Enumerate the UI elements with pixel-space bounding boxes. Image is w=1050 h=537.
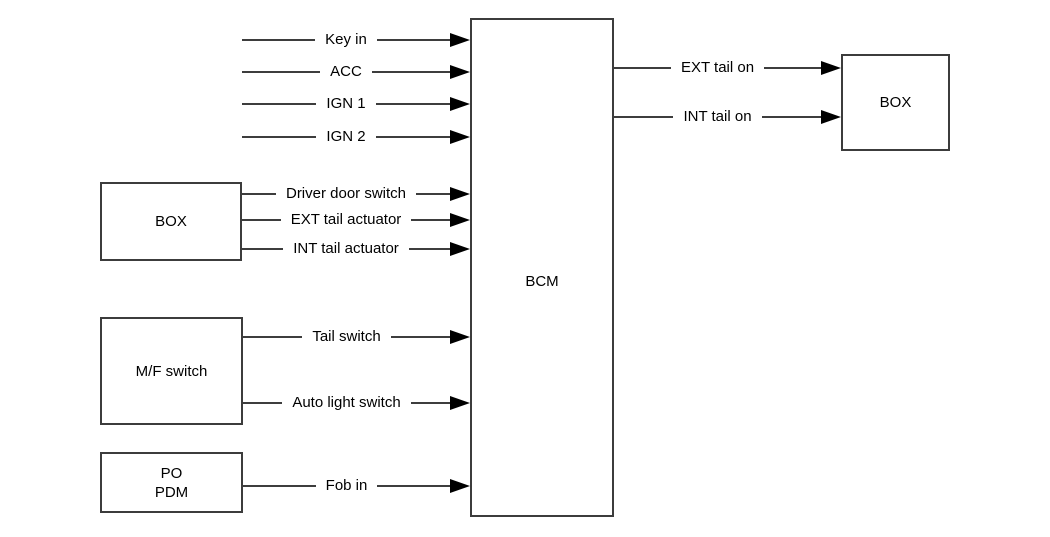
- arrowhead-right-icon: [450, 479, 471, 493]
- wire: [242, 193, 276, 195]
- wire: [243, 402, 283, 404]
- node-bcm: BCM: [470, 18, 614, 517]
- signal-auto-light-switch: Auto light switch: [243, 393, 471, 413]
- wire: [764, 67, 822, 69]
- arrowhead-right-icon: [450, 97, 470, 111]
- signal-ign-1-label: IGN 1: [326, 95, 366, 112]
- wire: [242, 71, 321, 73]
- wire: [375, 103, 450, 105]
- arrowhead-right-icon: [450, 213, 470, 227]
- wire: [614, 116, 674, 118]
- signal-int-tail-actuator: INT tail actuator: [242, 239, 471, 259]
- signal-tail-switch-label: Tail switch: [312, 328, 381, 345]
- node-mf-switch-label: M/F switch: [135, 362, 208, 380]
- arrowhead-right-icon: [450, 242, 471, 256]
- wire: [411, 219, 450, 221]
- node-po-pdm-label-line2: PDM: [154, 483, 189, 501]
- signal-key-in-label: Key in: [325, 31, 367, 48]
- signal-fob-in: Fob in: [243, 476, 471, 496]
- wire: [242, 248, 284, 250]
- arrowhead-right-icon: [450, 65, 471, 79]
- wire: [408, 248, 451, 250]
- signal-driver-door-switch-label: Driver door switch: [285, 185, 407, 202]
- wire: [377, 485, 451, 487]
- arrowhead-right-icon: [450, 187, 470, 201]
- node-po-pdm: PO PDM: [100, 452, 243, 513]
- signal-ext-tail-on-label: EXT tail on: [680, 59, 755, 76]
- wire: [761, 116, 821, 118]
- wire: [376, 39, 451, 41]
- signal-ign-2-label: IGN 2: [326, 128, 366, 145]
- signal-ext-tail-actuator: EXT tail actuator: [242, 210, 470, 230]
- wire: [243, 485, 316, 487]
- signal-acc: ACC: [242, 62, 471, 82]
- signal-ext-tail-actuator-label: EXT tail actuator: [290, 211, 402, 228]
- signal-int-tail-actuator-label: INT tail actuator: [293, 240, 399, 257]
- node-right-box-label: BOX: [879, 94, 912, 111]
- signal-ign-2: IGN 2: [242, 127, 470, 147]
- signal-tail-switch: Tail switch: [243, 327, 471, 347]
- wire: [375, 136, 450, 138]
- wire: [390, 336, 451, 338]
- arrowhead-right-icon: [821, 61, 842, 75]
- wire: [242, 39, 316, 41]
- arrowhead-right-icon: [450, 330, 471, 344]
- wire: [416, 193, 450, 195]
- signal-int-tail-on: INT tail on: [614, 107, 841, 127]
- node-po-pdm-label-line1: PO: [160, 464, 183, 482]
- wire: [371, 71, 451, 73]
- node-right-box: BOX: [841, 54, 950, 151]
- node-bcm-label: BCM: [525, 273, 559, 290]
- wire: [410, 402, 451, 404]
- wire: [242, 103, 317, 105]
- wire: [242, 136, 317, 138]
- node-left-box-label: BOX: [155, 213, 187, 230]
- signal-key-in: Key in: [242, 30, 471, 50]
- wire: [242, 219, 281, 221]
- signal-auto-light-switch-label: Auto light switch: [292, 394, 401, 411]
- node-left-box: BOX: [100, 182, 242, 261]
- signal-ext-tail-on: EXT tail on: [614, 58, 842, 78]
- wire: [243, 336, 303, 338]
- arrowhead-right-icon: [450, 396, 471, 410]
- arrowhead-right-icon: [821, 110, 841, 124]
- arrowhead-right-icon: [450, 33, 471, 47]
- arrowhead-right-icon: [450, 130, 470, 144]
- signal-acc-label: ACC: [330, 63, 362, 80]
- signal-int-tail-on-label: INT tail on: [683, 108, 752, 125]
- node-mf-switch: M/F switch: [100, 317, 243, 425]
- wire: [614, 67, 671, 69]
- signal-driver-door-switch: Driver door switch: [242, 184, 470, 204]
- signal-fob-in-label: Fob in: [325, 477, 368, 494]
- signal-ign-1: IGN 1: [242, 94, 470, 114]
